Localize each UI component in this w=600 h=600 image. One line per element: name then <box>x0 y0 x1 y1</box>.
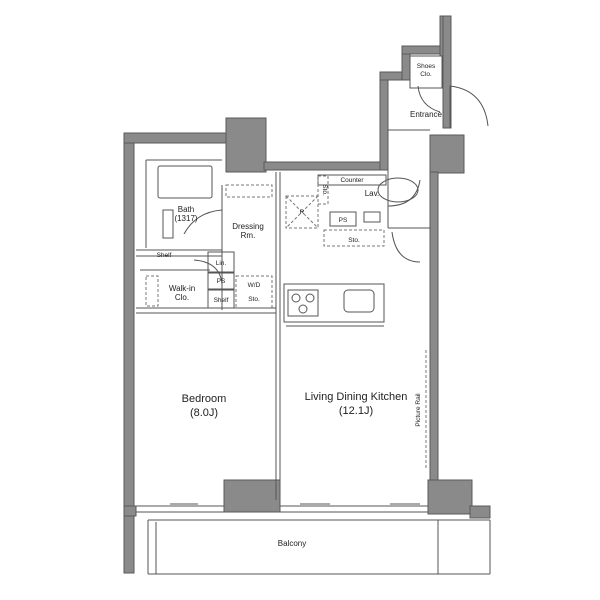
shoes-closet-label-2: Clo. <box>420 71 432 78</box>
top-wall-left <box>123 132 229 144</box>
burner-icon <box>305 293 315 303</box>
lavatory-sink-icon <box>377 177 419 203</box>
wd-space <box>235 275 273 309</box>
refrigerator-space <box>285 195 319 229</box>
bath-label: Bath <box>178 205 194 214</box>
ps-mid-label: PS <box>217 278 226 285</box>
exterior-walls <box>123 15 491 574</box>
bottom-right-stub <box>469 505 491 519</box>
bedroom-size-label: (8.0J) <box>190 407 218 419</box>
top-wall-middle <box>263 161 389 171</box>
entrance-label: Entrance <box>410 110 443 119</box>
dressing-shelf <box>225 184 273 198</box>
balcony-label: Balcony <box>278 539 306 548</box>
interior-walls <box>136 55 443 500</box>
column-bottom-right <box>427 479 473 515</box>
walkin-door-icon <box>193 259 223 285</box>
kitchen-counter <box>283 283 385 323</box>
column-right <box>429 134 465 174</box>
ps-box-mid <box>207 272 235 290</box>
kitchen <box>283 283 385 327</box>
walkin-shelf-left <box>145 275 159 307</box>
bottom-windows <box>136 503 428 513</box>
walkin-label: Walk-in <box>169 284 195 293</box>
sto-mid-label: Sto. <box>248 296 260 303</box>
bath-door-icon <box>183 209 223 235</box>
stove <box>287 289 319 317</box>
balcony: Balcony <box>147 519 491 575</box>
picture-rail-label: Picture Rail <box>415 393 422 427</box>
bedroom-label: Bedroom <box>182 393 227 405</box>
ps-top-label: PS <box>339 217 348 224</box>
column-bottom-left <box>123 505 137 517</box>
ps-box-top <box>329 211 357 227</box>
column-top-left <box>225 117 267 173</box>
shelf-left-label: Shelf <box>157 252 172 259</box>
labels: Entrance Shoes Clo. Bath (1317) Dressing… <box>157 63 443 427</box>
doors <box>183 85 489 285</box>
ldk-label: Living Dining Kitchen <box>305 391 408 403</box>
entrance-door-icon <box>449 85 489 127</box>
shoes-closet-box <box>409 55 443 89</box>
walkin-label-2: Clo. <box>175 293 189 302</box>
sto-top-box <box>323 229 385 247</box>
dressing-label-2: Rm. <box>241 231 256 240</box>
washer-dryer-label: W/D <box>248 282 261 289</box>
kitchen-sink-icon <box>343 289 375 313</box>
sto-vertical-label: Sto. <box>321 184 328 196</box>
burner-icon <box>298 304 308 314</box>
dressing-label: Dressing <box>232 222 264 231</box>
entrance-wall-right <box>442 15 452 129</box>
bath-size-label: (1317) <box>174 214 197 223</box>
right-wall <box>429 171 439 495</box>
ldk-size-label: (12.1J) <box>339 405 373 417</box>
shoes-wall-top <box>401 45 445 55</box>
entrance-wall-left <box>379 71 389 171</box>
shelf-mid-label: Shelf <box>214 297 229 304</box>
linen-label: Lin. <box>216 260 227 267</box>
lav-door-icon <box>387 179 421 207</box>
bathtub-icon <box>157 165 213 199</box>
sto-top-label: Sto. <box>348 237 360 244</box>
refrigerator-label: R <box>300 209 305 216</box>
column-bottom-mid <box>223 479 281 513</box>
counter-label: Counter <box>340 177 364 184</box>
ldk-door-icon <box>391 231 421 263</box>
shoes-door-icon <box>417 85 441 113</box>
lav-label: Lav. <box>365 189 380 198</box>
burner-icon <box>291 293 301 303</box>
bath-counter <box>162 209 174 239</box>
lavatory-fixture <box>363 211 381 223</box>
linen-box <box>207 251 235 273</box>
sto-vertical-box <box>317 175 329 205</box>
shoes-closet-label: Shoes <box>417 63 436 70</box>
